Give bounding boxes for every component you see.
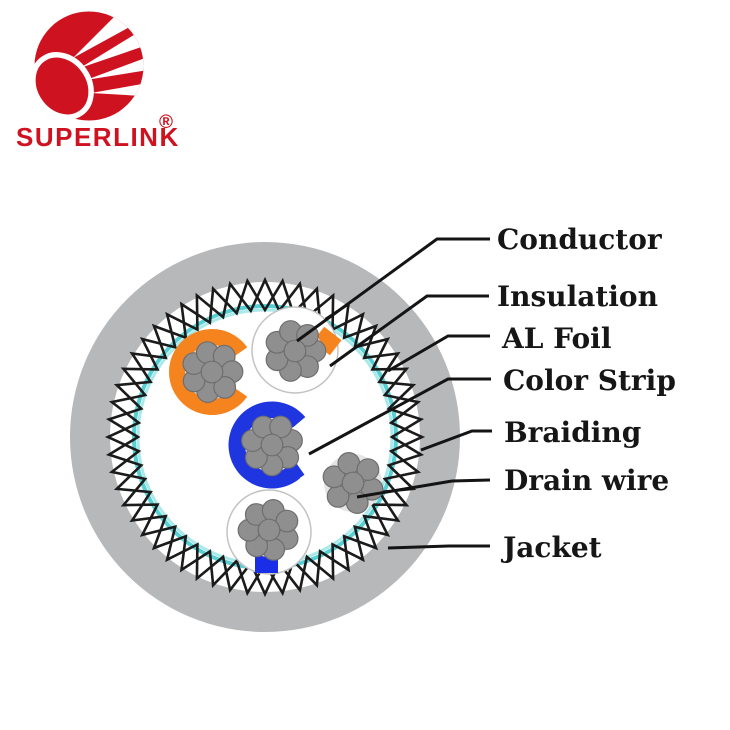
color-strip-tab-orange bbox=[312, 326, 342, 356]
conductor-strands bbox=[182, 341, 244, 404]
label-color-strip: Color Strip bbox=[503, 364, 676, 397]
leader-line-jacket bbox=[387, 544, 490, 550]
label-drain-wire: Drain wire bbox=[504, 464, 669, 497]
brand-name: SUPERLINK bbox=[16, 122, 180, 152]
superlink-logo: SUPERLINK ® bbox=[16, 11, 180, 152]
leader-line-color-strip bbox=[308, 377, 491, 456]
cable-logo-icon bbox=[30, 11, 144, 121]
registered-mark-icon: ® bbox=[159, 112, 173, 133]
leader-line-drain-wire bbox=[356, 478, 491, 499]
cable-cross-section bbox=[70, 242, 460, 632]
wire-pair-white-bottom bbox=[226, 489, 312, 575]
wire-pair-orange bbox=[169, 329, 248, 415]
label-insulation: Insulation bbox=[497, 280, 658, 313]
braiding-mesh bbox=[105, 277, 425, 597]
drain-wire-strands bbox=[322, 452, 384, 515]
insulation-blue bbox=[228, 401, 306, 489]
label-braiding: Braiding bbox=[504, 416, 641, 449]
conductor-strands bbox=[237, 499, 299, 561]
braiding-mesh bbox=[104, 276, 426, 598]
conductor-strands bbox=[265, 320, 327, 382]
leader-lines bbox=[296, 237, 492, 550]
label-al-foil: AL Foil bbox=[501, 322, 611, 355]
conductor-strands bbox=[241, 415, 303, 477]
wire-pair-blue bbox=[228, 401, 306, 489]
leader-line-insulation bbox=[329, 294, 489, 368]
label-conductor: Conductor bbox=[497, 223, 663, 256]
leader-line-conductor bbox=[296, 237, 490, 343]
label-jacket: Jacket bbox=[500, 531, 602, 564]
leader-line-al-foil bbox=[387, 334, 490, 373]
leader-line-braiding bbox=[420, 429, 492, 452]
diagram-labels: Conductor Insulation AL Foil Color Strip… bbox=[497, 223, 676, 564]
